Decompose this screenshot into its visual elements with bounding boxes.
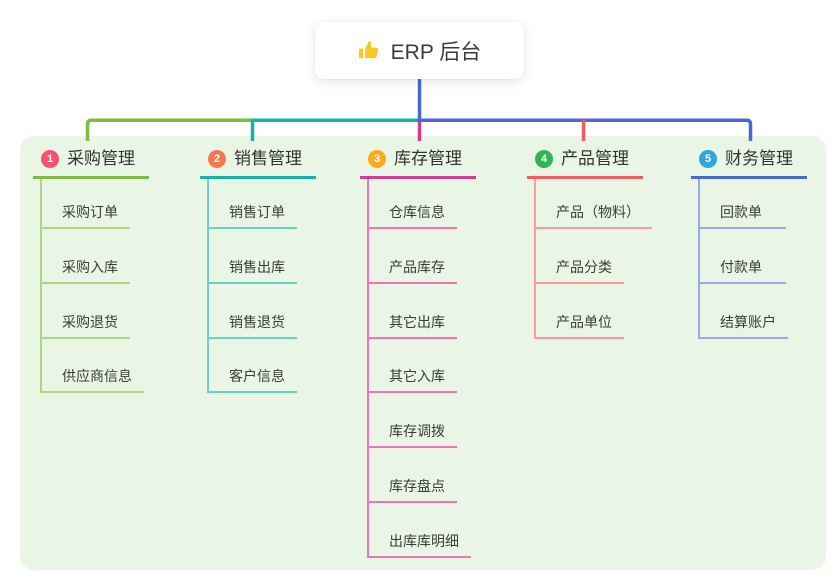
branch-4: 4 产品管理产品（物料）产品分类产品单位: [527, 146, 652, 339]
branch-item[interactable]: 其它出库: [369, 284, 457, 339]
branch-item[interactable]: 产品分类: [536, 229, 624, 284]
branch-item[interactable]: 出库库明细: [369, 503, 471, 558]
branch-item[interactable]: 客户信息: [209, 339, 297, 394]
branch-item[interactable]: 付款单: [700, 229, 786, 284]
branch-item[interactable]: 产品库存: [369, 229, 457, 284]
branches-panel: [20, 136, 826, 570]
branch-item[interactable]: 采购入库: [42, 229, 130, 284]
branch-item[interactable]: 结算账户: [700, 284, 788, 339]
branch-item[interactable]: 其它入库: [369, 339, 457, 394]
branch-item[interactable]: 销售退货: [209, 284, 297, 339]
branch-items: 采购订单采购入库采购退货供应商信息: [40, 179, 149, 394]
branch-item[interactable]: 采购订单: [42, 179, 130, 229]
branch-number-badge: 2: [208, 150, 226, 168]
branch-item[interactable]: 产品（物料）: [536, 179, 652, 229]
branch-title-label: 产品管理: [561, 149, 629, 168]
branch-5: 5 财务管理回款单付款单结算账户: [691, 146, 807, 339]
branch-title-2[interactable]: 2 销售管理: [200, 146, 316, 179]
branch-items: 销售订单销售出库销售退货客户信息: [207, 179, 316, 394]
branch-item[interactable]: 回款单: [700, 179, 786, 229]
branch-item[interactable]: 产品单位: [536, 284, 624, 339]
branch-item[interactable]: 仓库信息: [369, 179, 457, 229]
branch-title-4[interactable]: 4 产品管理: [527, 146, 643, 179]
branch-title-1[interactable]: 1 采购管理: [33, 146, 149, 179]
branch-number-badge: 5: [699, 150, 717, 168]
branch-item[interactable]: 供应商信息: [42, 339, 144, 394]
branch-item[interactable]: 销售出库: [209, 229, 297, 284]
branch-title-label: 库存管理: [394, 149, 462, 168]
branch-number-badge: 4: [535, 150, 553, 168]
root-node[interactable]: ERP 后台: [315, 22, 524, 79]
branch-number-badge: 3: [368, 150, 386, 168]
branch-items: 仓库信息产品库存其它出库其它入库库存调拨库存盘点出库库明细: [367, 179, 476, 558]
branch-number-badge: 1: [41, 150, 59, 168]
branch-item[interactable]: 采购退货: [42, 284, 130, 339]
branch-title-3[interactable]: 3 库存管理: [360, 146, 476, 179]
branch-item[interactable]: 库存调拨: [369, 393, 457, 449]
branch-title-label: 销售管理: [234, 149, 302, 168]
root-label: ERP 后台: [390, 40, 482, 64]
branch-3: 3 库存管理仓库信息产品库存其它出库其它入库库存调拨库存盘点出库库明细: [360, 146, 476, 558]
branch-items: 产品（物料）产品分类产品单位: [534, 179, 652, 339]
branch-title-5[interactable]: 5 财务管理: [691, 146, 807, 179]
branch-item[interactable]: 销售订单: [209, 179, 297, 229]
branch-1: 1 采购管理采购订单采购入库采购退货供应商信息: [33, 146, 149, 394]
branch-title-label: 财务管理: [725, 149, 793, 168]
thumbs-up-icon: [358, 39, 381, 62]
branch-items: 回款单付款单结算账户: [698, 179, 807, 339]
branch-item[interactable]: 库存盘点: [369, 448, 457, 503]
branch-title-label: 采购管理: [67, 149, 135, 168]
branch-2: 2 销售管理销售订单销售出库销售退货客户信息: [200, 146, 316, 394]
